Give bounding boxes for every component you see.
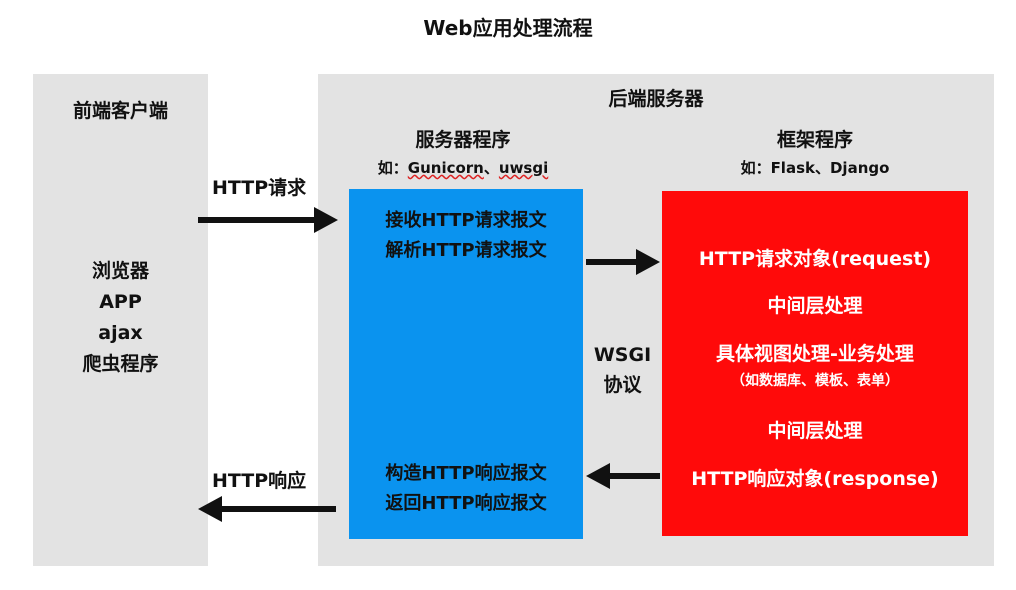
client-item: 爬虫程序 [82,353,159,375]
server-request-steps: 接收HTTP请求报文 解析HTTP请求报文 [349,206,583,266]
middleware-step: 中间层处理 [767,295,863,317]
response-arrow-to-server [586,463,660,489]
http-response-label: HTTP响应 [212,470,307,492]
client-item: 浏览器 [91,260,149,282]
parse-request-step: 解析HTTP请求报文 [385,240,547,261]
client-item: APP [99,291,142,313]
response-arrow-to-client [198,496,336,522]
uwsgi-label: uwsgi [498,159,549,177]
request-arrow-to-server [198,207,338,233]
server-program-title: 服务器程序 [415,129,511,151]
gunicorn-label: Gunicorn [407,159,484,177]
middleware-step: 中间层处理 [767,420,863,442]
server-response-steps: 构造HTTP响应报文 返回HTTP响应报文 [349,459,583,519]
receive-request-step: 接收HTTP请求报文 [385,210,547,231]
frontend-title: 前端客户端 [72,100,168,122]
wsgi-protocol-label: WSGI 协议 [583,340,662,400]
return-response-step: 返回HTTP响应报文 [385,493,547,514]
view-processing-step: 具体视图处理-业务处理 [716,343,914,365]
frontend-panel [33,74,208,566]
wsgi-label: WSGI [593,344,652,366]
framework-program-example: 如：Flask、Django [740,159,890,177]
request-object-step: HTTP请求对象(request) [698,248,932,270]
client-item: ajax [98,322,143,344]
response-object-step: HTTP响应对象(response) [691,468,939,490]
example-separator: 、 [483,159,499,177]
diagram-title: Web应用处理流程 [423,16,593,40]
http-request-label: HTTP请求 [212,177,307,199]
build-response-step: 构造HTTP响应报文 [385,463,547,484]
client-list: 浏览器 APP ajax 爬虫程序 [33,256,208,380]
framework-program-title: 框架程序 [776,129,853,151]
request-arrow-to-framework [586,249,660,275]
example-prefix: 如： [377,159,408,177]
view-processing-note: （如数据库、模板、表单） [731,373,899,389]
framework-program-box [662,191,968,536]
server-program-box [349,189,583,539]
backend-title: 后端服务器 [608,88,704,110]
protocol-label: 协议 [603,374,642,396]
server-program-example: 如：Gunicorn、uwsgi [345,157,581,178]
